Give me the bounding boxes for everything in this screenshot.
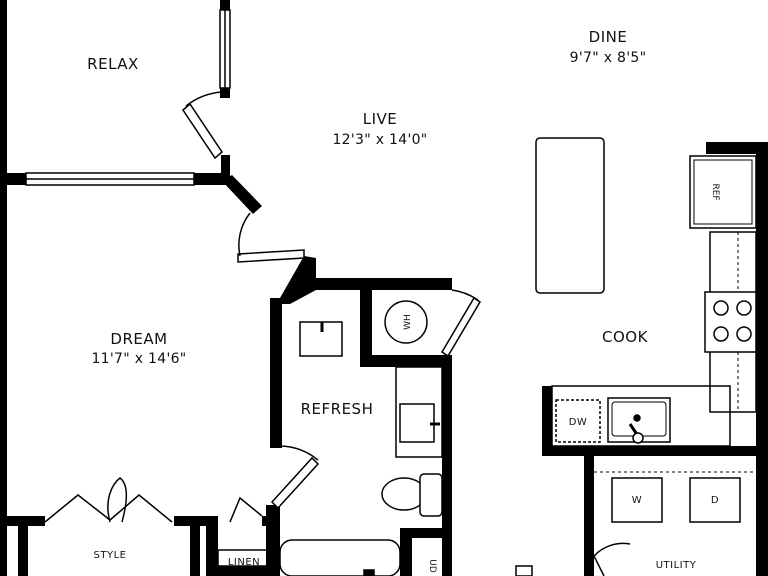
room-label-linen: LINEN — [228, 557, 260, 568]
faucet-base — [632, 432, 644, 444]
room-dimensions-live: 12'3" x 14'0" — [332, 132, 427, 148]
relax-door-swing — [185, 91, 223, 107]
room-label-style: STYLE — [94, 550, 127, 561]
range — [704, 291, 757, 353]
kitchen-island — [535, 137, 605, 294]
burner-1 — [713, 300, 729, 316]
linen-left-wall — [206, 516, 218, 576]
style-door-arc — [107, 477, 127, 523]
dream-diagonal-wall — [222, 175, 262, 214]
room-dimensions-dream: 11'7" x 14'6" — [91, 351, 186, 367]
room-label-dream: DREAM — [110, 330, 167, 348]
windows — [25, 9, 231, 186]
bathtub — [279, 539, 401, 576]
dishwasher — [555, 399, 601, 443]
dryer — [689, 477, 741, 523]
fixture-label-dishwasher: DW — [569, 417, 588, 428]
bath-top-wall — [306, 278, 452, 290]
burner-2 — [736, 300, 752, 316]
bath-door-jamb — [270, 505, 280, 525]
utility-door-leaf — [593, 555, 605, 576]
lower-door-edge — [515, 565, 533, 576]
fixtures — [217, 137, 757, 576]
wh-door-leaf — [440, 296, 482, 358]
linen-bottom-wall — [208, 566, 268, 576]
tub-drain — [363, 569, 375, 576]
kitchen-top-wall — [706, 142, 768, 154]
room-label-refresh: REFRESH — [301, 400, 374, 418]
room-dimensions-dine: 9'7" x 8'5" — [570, 50, 647, 66]
utility-door-swing — [593, 542, 631, 557]
dream-bottom-wall-mid — [174, 516, 206, 526]
style-door-left — [44, 494, 111, 523]
bath-corner-wall — [280, 256, 316, 304]
kitchen-island-wall — [542, 386, 552, 452]
wh-closet-bottom-wall — [360, 355, 452, 367]
washer — [611, 477, 663, 523]
fixture-label-dryer: D — [711, 495, 719, 506]
sink-drain — [633, 414, 641, 422]
bath-door-leaf — [270, 456, 320, 510]
utility-top-wall — [542, 446, 768, 456]
bath-tub-top-wall — [400, 528, 450, 538]
relax-right-wall-top — [220, 0, 230, 10]
vanity-sink-lower — [399, 403, 435, 443]
style-right-wall — [190, 522, 200, 576]
labels: RELAX DINE 9'7" x 8'5" LIVE 12'3" x 14'0… — [87, 28, 720, 573]
linen-shelf — [217, 549, 269, 567]
fixture-label-partial: UD — [427, 559, 437, 573]
relax-door-leaf — [182, 102, 223, 160]
room-label-relax: RELAX — [87, 55, 139, 73]
bath-left-wall — [270, 298, 282, 448]
bath-tub-right-wall — [400, 530, 412, 576]
right-exterior-wall — [756, 142, 768, 576]
fixture-label-water-heater: WH — [403, 314, 413, 330]
room-label-utility: UTILITY — [656, 560, 697, 571]
water-heater — [384, 300, 428, 344]
wh-closet-left-wall — [360, 290, 372, 358]
fixture-label-washer: W — [632, 495, 642, 506]
fixture-label-refrigerator: REF — [710, 183, 720, 200]
bath-door-swing — [279, 445, 319, 461]
refrigerator-inner — [693, 159, 753, 225]
burner-4 — [736, 326, 752, 342]
bath-right-wall — [442, 355, 452, 576]
kitchen-counter-bottom — [551, 385, 731, 447]
relax-right-wall-mid — [220, 88, 230, 98]
burner-3 — [713, 326, 729, 342]
toilet-tank — [419, 473, 443, 517]
doors — [44, 91, 631, 576]
room-label-live: LIVE — [363, 110, 398, 128]
refrigerator — [689, 155, 757, 229]
linen-door — [229, 496, 263, 523]
wh-door-swing — [451, 289, 479, 301]
left-exterior-wall — [0, 0, 7, 576]
room-label-cook: COOK — [602, 328, 649, 346]
utility-left-wall — [584, 446, 594, 576]
bath-counter — [395, 366, 443, 458]
room-label-dine: DINE — [589, 28, 628, 46]
dream-top-wall-right — [194, 173, 228, 185]
relax-right-wall-lower — [221, 155, 230, 180]
style-door-right — [109, 494, 173, 523]
dream-door-leaf — [237, 249, 305, 263]
dream-bottom-wall-left — [0, 516, 45, 526]
dream-door-swing — [238, 212, 251, 257]
dream-top-wall-left — [0, 173, 26, 185]
style-left-wall — [18, 522, 28, 576]
